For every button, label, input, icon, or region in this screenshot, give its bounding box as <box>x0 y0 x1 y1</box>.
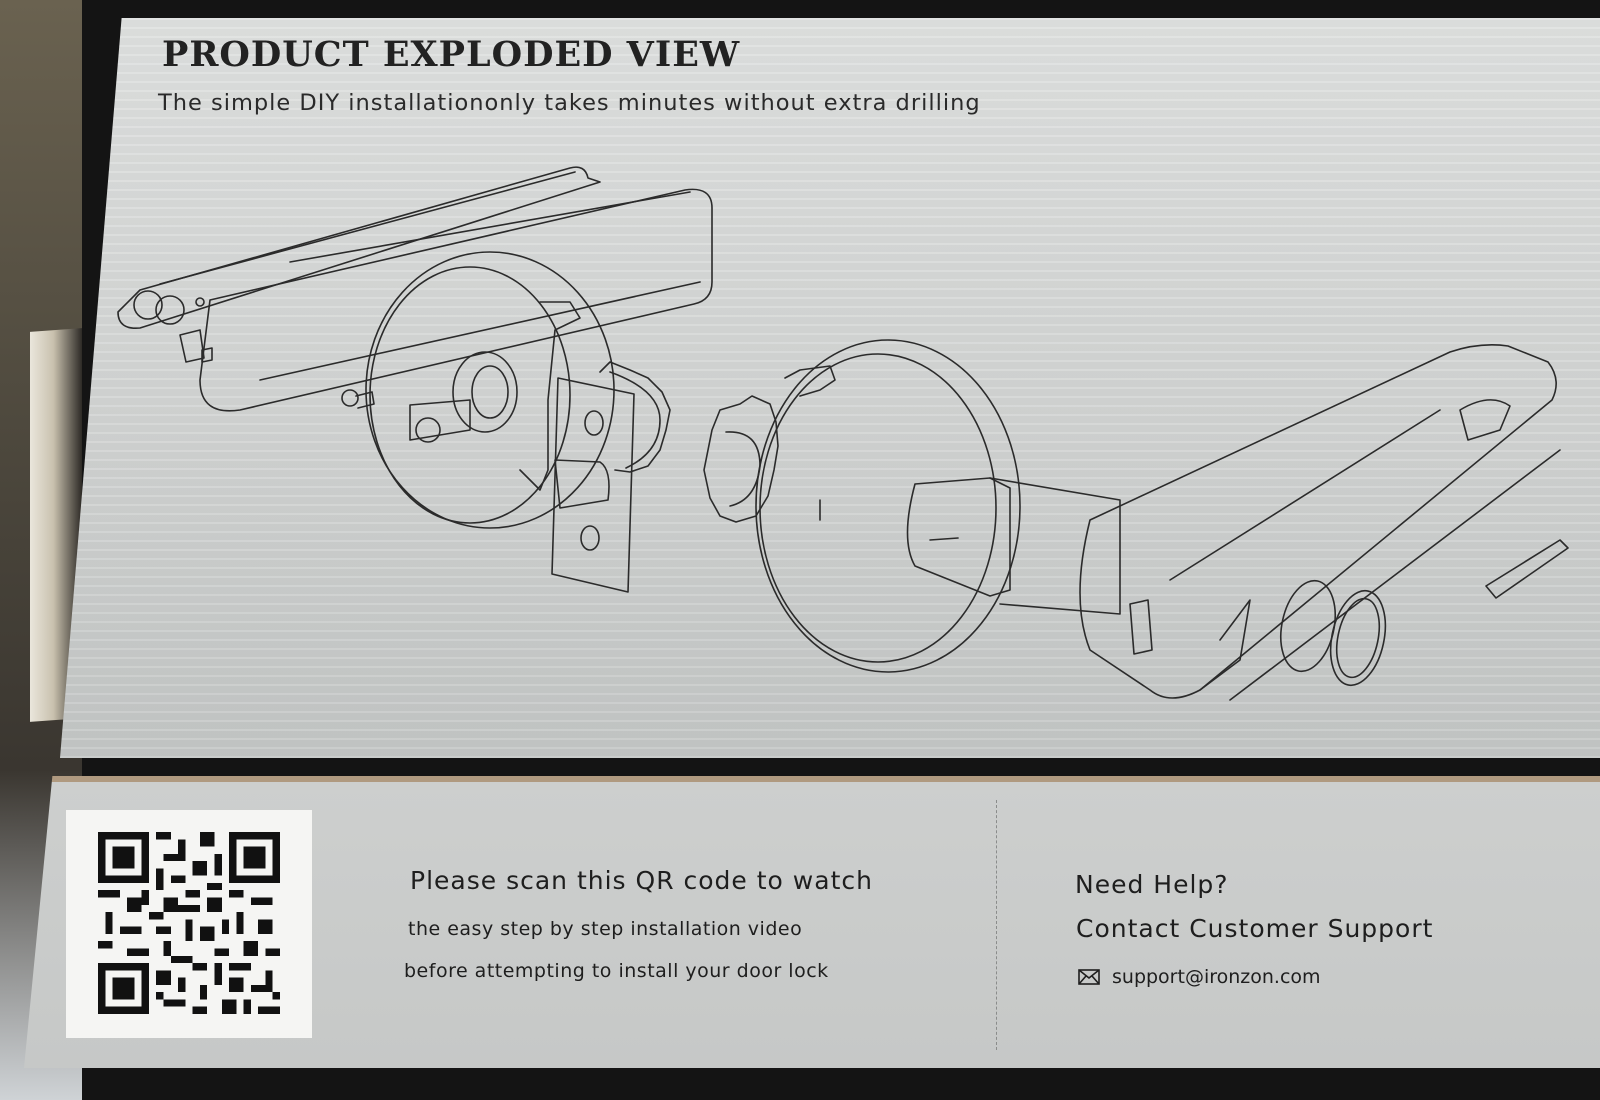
scan-instruction-line: before attempting to install your door l… <box>404 960 829 982</box>
page-subtitle: The simple DIY installationonly takes mi… <box>158 90 981 116</box>
support-email: support@ironzon.com <box>1112 966 1321 988</box>
exploded-view-illustration <box>100 150 1600 730</box>
qr-code[interactable] <box>66 810 312 1038</box>
spindle-gear <box>704 366 835 522</box>
qr-code-icon <box>98 832 280 1014</box>
section-divider <box>996 800 997 1050</box>
scan-instruction-heading: Please scan this QR code to watch <box>410 866 873 895</box>
interior-handle <box>118 167 712 411</box>
scan-instruction-line: the easy step by step installation video <box>408 918 803 940</box>
support-email-link[interactable]: support@ironzon.com <box>1078 966 1321 988</box>
help-heading: Need Help? <box>1075 870 1229 899</box>
envelope-icon <box>1078 969 1100 985</box>
exterior-handle <box>908 345 1569 700</box>
exterior-rose <box>756 340 1020 672</box>
page-title: PRODUCT EXPLODED VIEW <box>162 34 741 75</box>
exploded-view-panel <box>60 18 1600 758</box>
interior-rose-and-latch <box>366 252 670 592</box>
support-heading: Contact Customer Support <box>1076 914 1434 943</box>
